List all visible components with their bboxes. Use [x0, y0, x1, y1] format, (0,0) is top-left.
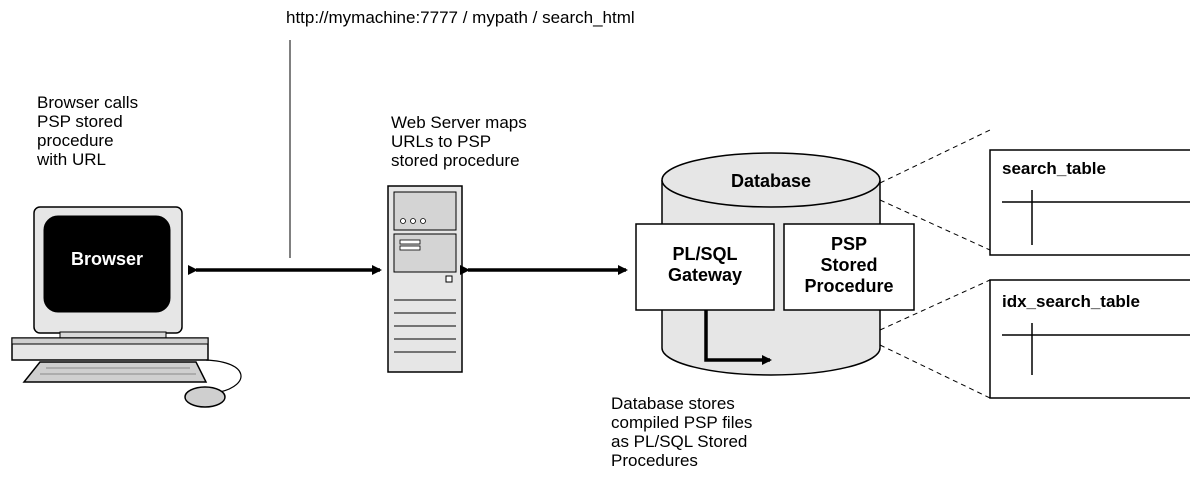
- db-caption: Database stores compiled PSP files as PL…: [611, 394, 753, 470]
- browser-screen-label: Browser: [70, 249, 144, 269]
- search-table-box: [989, 149, 1190, 256]
- gateway-store-arrow: [704, 310, 772, 365]
- database-label: Database: [730, 171, 812, 191]
- url-label: http://mymachine:7777 / mypath / search_…: [286, 8, 635, 27]
- gateway-label: PL/SQL Gateway: [667, 244, 743, 285]
- webserver-caption: Web Server maps URLs to PSP stored proce…: [391, 113, 527, 170]
- dashed-line-2: [879, 199, 991, 251]
- browser-caption: Browser calls PSP stored procedure with …: [37, 93, 139, 169]
- web-server-icon: [387, 185, 463, 373]
- idx-search-table-label: idx_search_table: [1002, 292, 1140, 311]
- search-table-label: search_table: [1002, 159, 1106, 178]
- psp-label: PSP Stored Procedure: [804, 234, 894, 296]
- computer-icon: [11, 206, 242, 408]
- dashed-line-3: [879, 279, 991, 331]
- dashed-line-4: [879, 344, 991, 399]
- psp-box: [783, 223, 915, 311]
- gateway-box: [635, 223, 775, 311]
- idx-search-table-box: [989, 279, 1190, 399]
- dashed-line-1: [879, 129, 991, 184]
